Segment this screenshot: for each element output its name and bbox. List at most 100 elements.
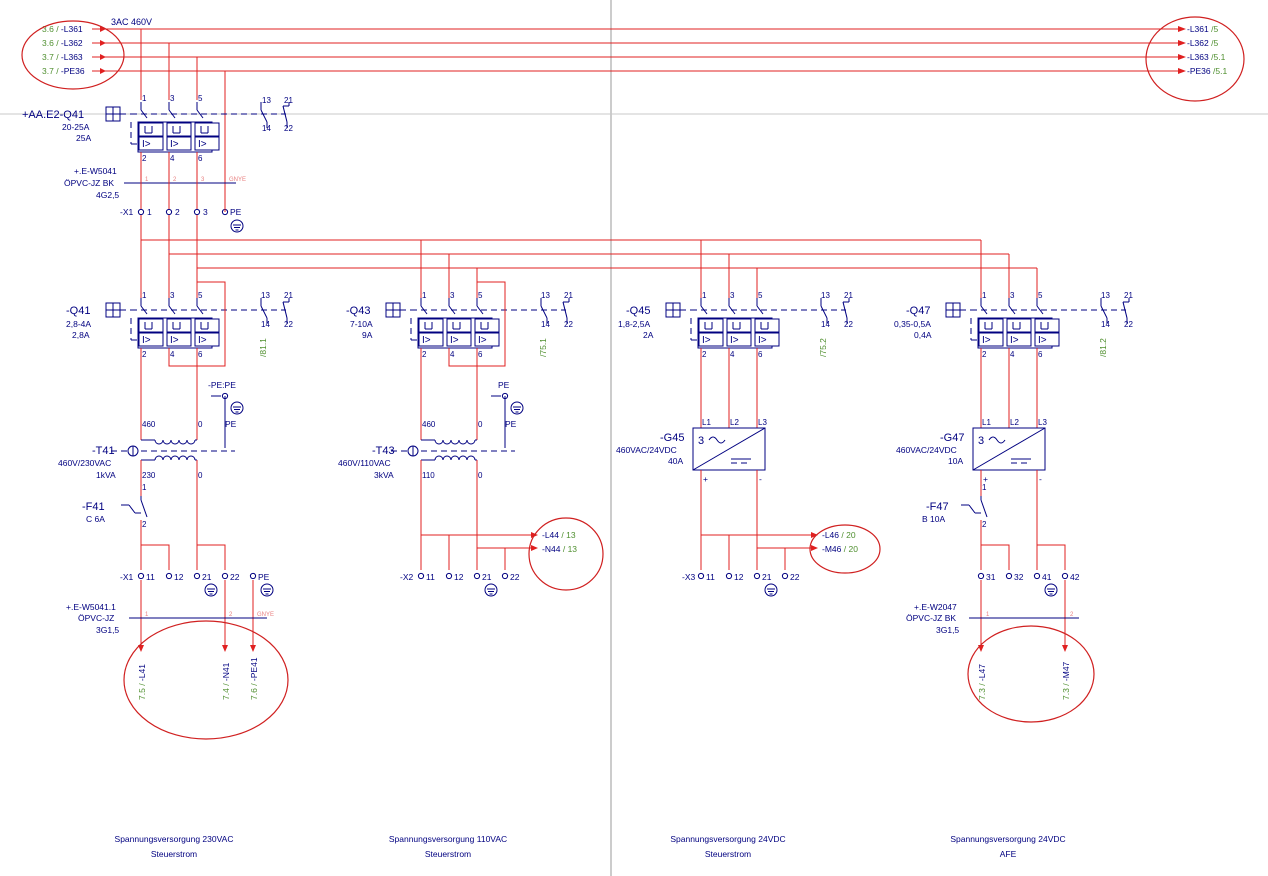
terminal-icon [193, 572, 201, 580]
thermal-icon [166, 122, 192, 137]
magnetic-icon [726, 332, 752, 347]
fuse-icon [980, 499, 988, 518]
svg-text:10A: 10A [948, 456, 963, 466]
svg-text:230: 230 [142, 471, 156, 480]
svg-text:42: 42 [1070, 572, 1080, 582]
thermal-icon [446, 318, 472, 333]
pole-contact [980, 305, 988, 315]
section-q47: -Q47 0,35-0,5A 0,4A /81.2 -G47 460VAC/24… [894, 305, 1108, 859]
pin-label: 4 [730, 350, 735, 359]
svg-text:2,8A: 2,8A [72, 330, 90, 340]
svg-text:Steuerstrom: Steuerstrom [151, 849, 197, 859]
magnetic-icon [138, 332, 164, 347]
svg-text:L1: L1 [702, 418, 711, 427]
aux-contact [1100, 305, 1108, 319]
ground-icon [230, 401, 244, 415]
svg-text:-L363 /5.1: -L363 /5.1 [1187, 52, 1226, 62]
svg-text:-G45: -G45 [660, 432, 684, 444]
pole-contact [420, 305, 428, 315]
pin-label: 1 [142, 291, 147, 300]
output-arrow-icon [1062, 645, 1068, 652]
svg-text:7.4 / -N41: 7.4 / -N41 [221, 662, 231, 700]
svg-text:2: 2 [173, 177, 177, 183]
pin-label: 5 [478, 291, 483, 300]
aux-contact [260, 109, 268, 123]
highlight-circle-in [21, 20, 125, 90]
svg-text:Spannungsversorgung 230VAC: Spannungsversorgung 230VAC [115, 834, 234, 844]
pole-contact [140, 305, 148, 315]
svg-text:3kVA: 3kVA [374, 470, 394, 480]
terminal-icon [417, 572, 425, 580]
svg-text:1: 1 [982, 483, 987, 492]
pin-label: 13 [1101, 291, 1110, 300]
thermal-icon [754, 318, 780, 333]
magnetic-icon [166, 332, 192, 347]
svg-text:+: + [703, 474, 708, 484]
pin-label: 14 [821, 320, 830, 329]
magnetic-icon: I> [702, 335, 711, 346]
svg-text:12: 12 [174, 572, 184, 582]
svg-text:1: 1 [986, 612, 990, 618]
pin-label: 22 [844, 320, 853, 329]
transformer-icon [434, 439, 444, 445]
magnetic-icon [754, 332, 780, 347]
magnetic-icon: I> [198, 335, 207, 346]
transformer-icon [178, 455, 188, 461]
svg-text:1kVA: 1kVA [96, 470, 116, 480]
svg-text:11: 11 [426, 572, 435, 582]
pin-label: 5 [758, 291, 763, 300]
main-breaker-tag: +AA.E2-Q41 [22, 109, 84, 121]
svg-text:-G47: -G47 [940, 432, 964, 444]
svg-text:/81.1: /81.1 [258, 338, 268, 357]
pole-contact [168, 305, 176, 315]
power-supply-icon [708, 436, 726, 444]
svg-text:-T43: -T43 [372, 445, 395, 457]
svg-text:-N44 / 13: -N44 / 13 [542, 544, 577, 554]
pin-label: 1 [422, 291, 427, 300]
svg-text:41: 41 [1042, 572, 1052, 582]
pin-label: 14 [1101, 320, 1110, 329]
transformer-icon [178, 439, 188, 445]
svg-text:3.7 / -PE36: 3.7 / -PE36 [42, 66, 85, 76]
pin-label: 22 [1124, 320, 1133, 329]
power-supply-icon [972, 427, 1046, 471]
pin-label: 21 [1124, 291, 1133, 300]
svg-text:2: 2 [982, 520, 987, 529]
pin-label: 3 [1010, 291, 1015, 300]
transformer-icon [466, 439, 476, 445]
svg-text:13: 13 [262, 96, 271, 105]
ground-icon [510, 401, 524, 415]
magnetic-icon: I> [1038, 335, 1047, 346]
magnetic-icon [194, 136, 220, 151]
pole-contact [728, 305, 736, 315]
svg-text:-L44 / 13: -L44 / 13 [542, 530, 576, 540]
svg-text:2: 2 [229, 612, 233, 618]
svg-text:+.E-W2047: +.E-W2047 [914, 602, 957, 612]
thermal-icon [138, 122, 164, 137]
transformer-icon [186, 455, 196, 461]
terminal-icon [1005, 572, 1013, 580]
pin-label: 5 [1038, 291, 1043, 300]
pin-label: 2 [142, 350, 147, 359]
pin-label: 2 [422, 350, 427, 359]
pin-label: 21 [564, 291, 573, 300]
pin-label: 1 [702, 291, 707, 300]
svg-text:21: 21 [202, 572, 212, 582]
thermal-icon [194, 318, 220, 333]
thermal-icon [418, 318, 444, 333]
magnetic-icon: I> [478, 335, 487, 346]
svg-text:9A: 9A [362, 330, 373, 340]
svg-text:2: 2 [1070, 612, 1074, 618]
svg-text:PE: PE [258, 572, 270, 582]
svg-text:L3: L3 [1038, 418, 1047, 427]
svg-text:5: 5 [198, 94, 203, 103]
svg-text:1: 1 [142, 94, 147, 103]
transformer-icon [162, 455, 172, 461]
pin-label: 2 [982, 350, 987, 359]
pin-label: 6 [198, 350, 203, 359]
svg-text:460VAC/24VDC: 460VAC/24VDC [616, 445, 677, 455]
transformer-icon [186, 439, 196, 445]
svg-text:1: 1 [142, 483, 147, 492]
highlight-circle-out [1145, 16, 1245, 102]
